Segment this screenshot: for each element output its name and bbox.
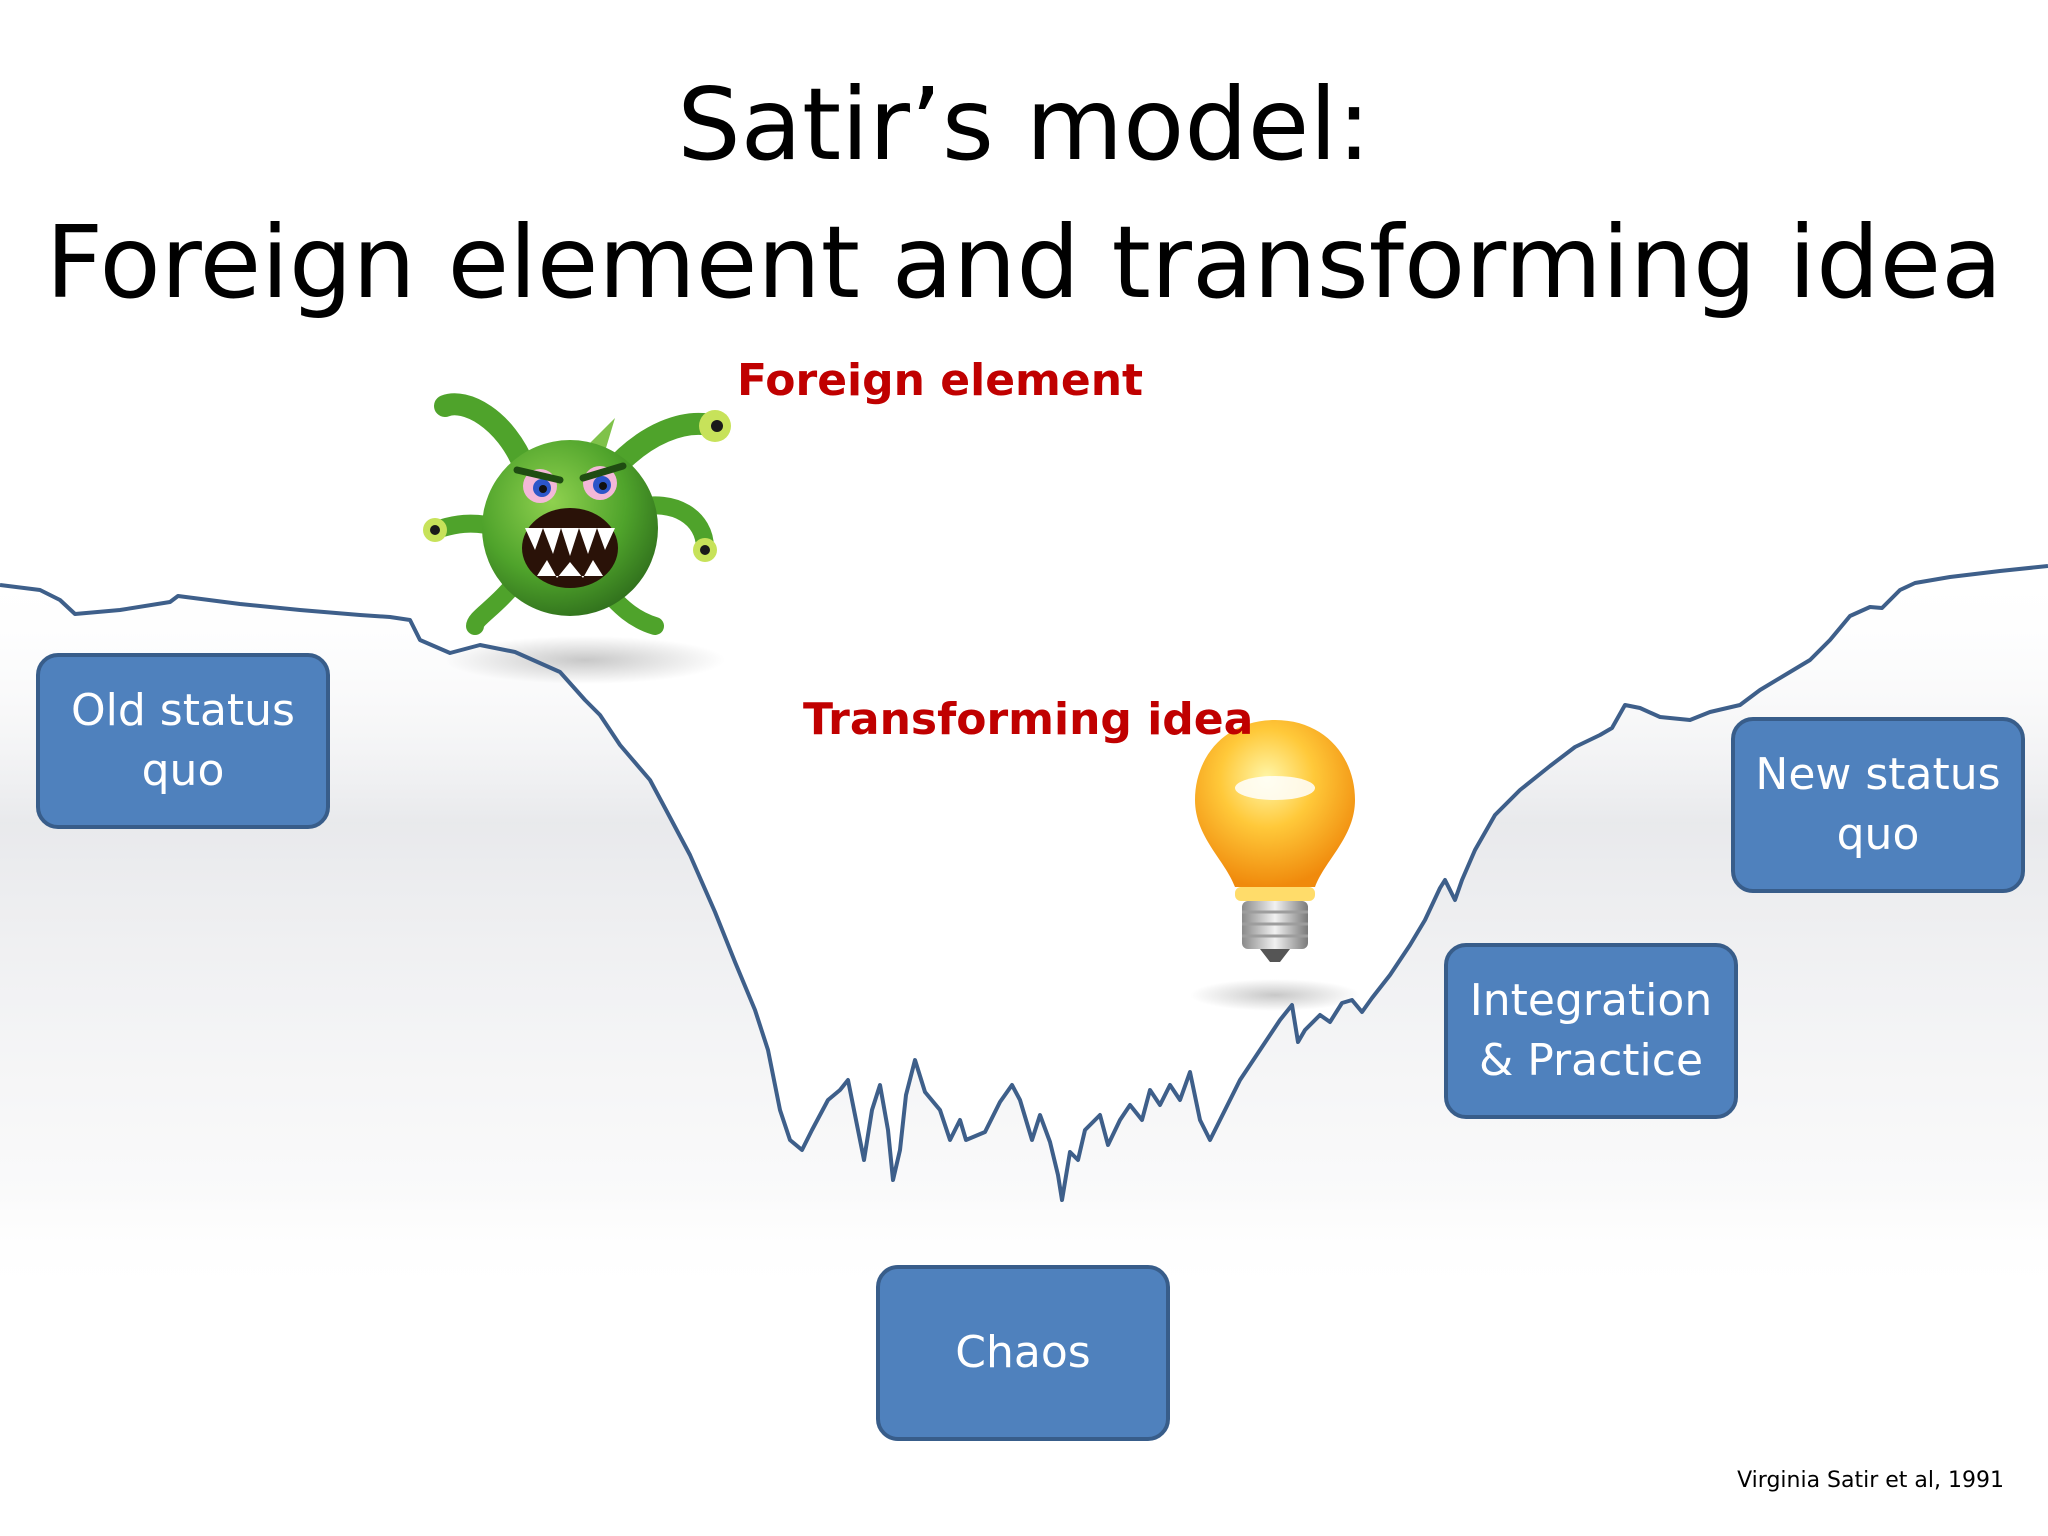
integration-practice-box: Integration & Practice [1444,943,1738,1119]
chaos-label: Chaos [955,1327,1091,1378]
bulb-shadow [1190,979,1360,1011]
transforming-idea-label: Transforming idea [803,694,1254,745]
foreign-element-label: Foreign element [737,355,1144,406]
slide-title-line-2: Foreign element and transforming idea [45,204,2003,321]
chaos-box: Chaos [876,1265,1170,1441]
old-status-quo-label: Old status quo [71,685,295,796]
new-status-quo-box: New status quo [1731,717,2025,893]
citation: Virginia Satir et al, 1991 [1737,1468,2004,1493]
old-status-quo-box: Old status quo [36,653,330,829]
monster-shadow [445,636,725,684]
light-bulb-icon [1195,720,1355,962]
integration-practice-label: Integration & Practice [1469,975,1713,1086]
green-monster-icon [423,393,731,635]
change-curve-line [0,564,2048,1202]
slide-title-line-1: Satir’s model: [677,66,1371,183]
new-status-quo-label: New status quo [1755,749,2001,860]
